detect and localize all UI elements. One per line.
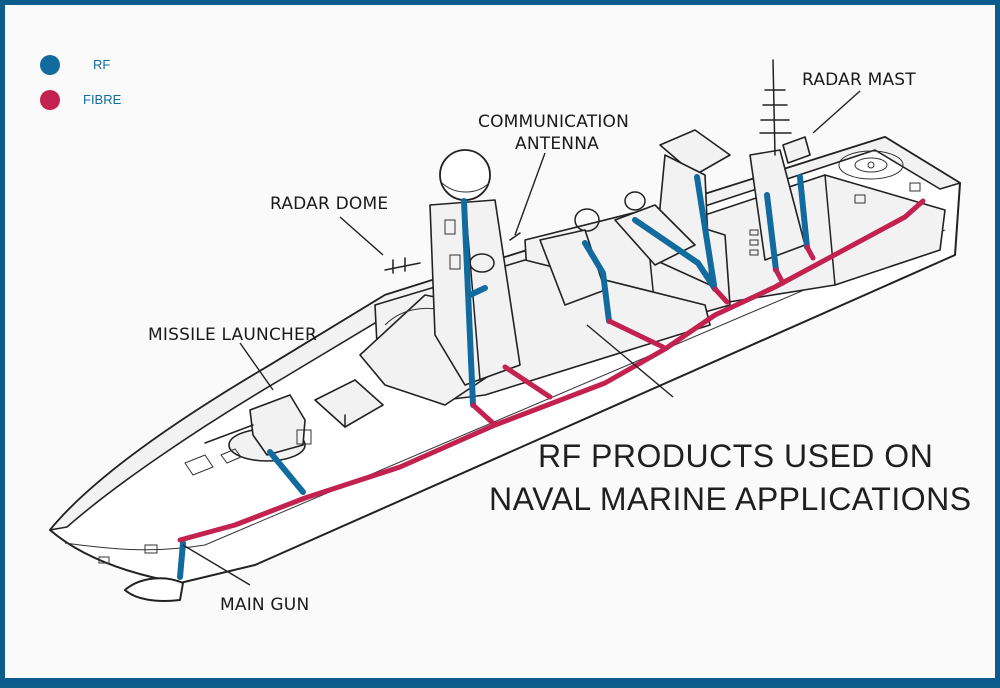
title-line-1: RF PRODUCTS USED ON: [538, 438, 933, 474]
label-missile-launcher: MISSILE LAUNCHER: [148, 325, 317, 345]
helideck-marking: [838, 150, 904, 180]
rf-line-comms-1: [582, 240, 612, 324]
legend-rf-dot: [40, 55, 60, 75]
rf-line-radar-dome-branch: [467, 285, 488, 298]
callout-labels: RADAR MAST COMMUNICATION ANTENNA RADAR D…: [148, 70, 916, 615]
fibre-cabling: [177, 198, 926, 543]
radar-dome: [439, 149, 491, 201]
leader-missile-launcher: [239, 342, 274, 391]
rf-line-radar-mast-1: [764, 192, 779, 273]
title-line-2: NAVAL MARINE APPLICATIONS: [489, 481, 972, 517]
fibre-branch-1: [470, 402, 498, 428]
legend-rf-label: RF: [93, 57, 110, 72]
ship-diagram: RF FIBRE: [40, 55, 972, 615]
leader-radar-mast: [812, 90, 861, 134]
label-main-gun: MAIN GUN: [220, 595, 309, 615]
leader-lines: [182, 90, 861, 586]
legend-fibre-label: FIBRE: [83, 92, 122, 107]
rf-line-comms-3: [694, 174, 717, 288]
fibre-branch-5: [773, 267, 786, 286]
rf-line-radar-mast-2: [797, 174, 810, 250]
rf-line-missile-launcher: [267, 449, 306, 495]
rf-line-comms-2: [632, 217, 718, 292]
leader-radar-dome: [339, 216, 384, 256]
legend-fibre-dot: [40, 90, 60, 110]
fibre-backbone: [177, 198, 926, 543]
forward-weapons: [184, 257, 421, 476]
label-communication-antenna-2: ANTENNA: [515, 134, 599, 154]
fibre-branch-6: [804, 244, 816, 261]
title-block: RF PRODUCTS USED ON NAVAL MARINE APPLICA…: [489, 438, 972, 517]
legend: RF FIBRE: [40, 55, 122, 110]
rf-line-main-gun: [177, 540, 186, 580]
leader-mid-deck: [586, 324, 674, 398]
label-communication-antenna-1: COMMUNICATION: [478, 112, 629, 132]
fibre-branch-2: [502, 364, 553, 400]
label-radar-mast: RADAR MAST: [802, 70, 916, 90]
label-radar-dome: RADAR DOME: [270, 194, 388, 214]
leader-communication-antenna: [514, 152, 546, 236]
fibre-branch-3: [606, 318, 666, 350]
rf-line-radar-dome: [461, 198, 476, 408]
leader-main-gun: [182, 544, 251, 586]
fibre-branch-4: [712, 286, 730, 305]
rf-cabling: [177, 174, 810, 580]
